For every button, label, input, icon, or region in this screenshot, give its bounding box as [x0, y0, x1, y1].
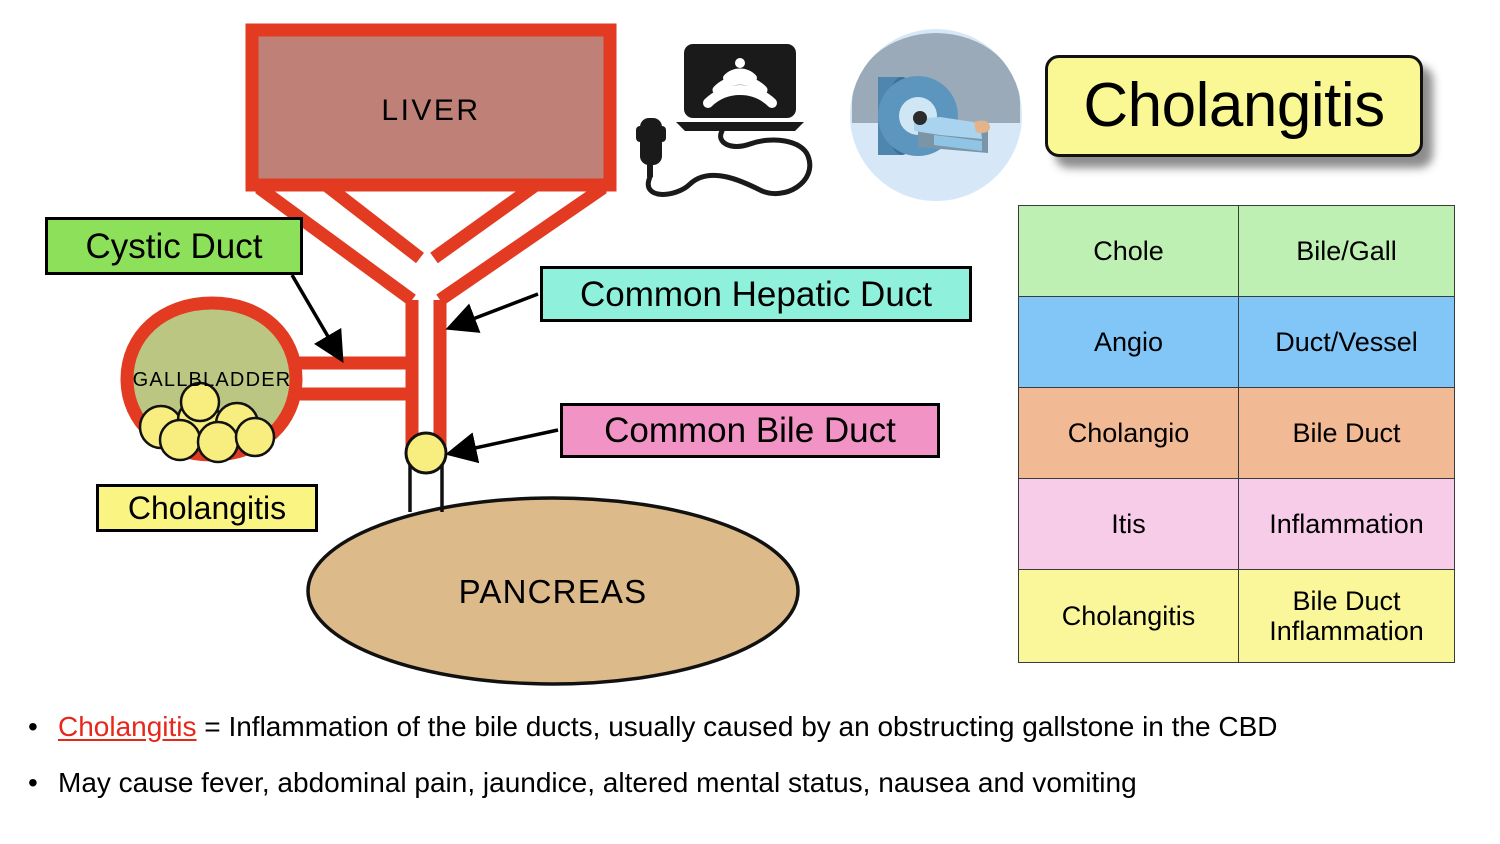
label-cholangitis-callout-text: Cholangitis — [127, 490, 287, 526]
table-cell-term: Cholangio — [1018, 387, 1239, 479]
table-row: Chole Bile/Gall — [1018, 205, 1455, 297]
table-cell-meaning: Inflammation — [1238, 478, 1455, 570]
table-cell-meaning-line2: Inflammation — [1269, 616, 1424, 646]
liver-label: LIVER — [381, 94, 480, 127]
label-common-bile-duct-text: Common Bile Duct — [604, 411, 896, 450]
list-item: • May cause fever, abdominal pain, jaund… — [28, 766, 1478, 800]
table-row: Cholangio Bile Duct — [1018, 387, 1455, 479]
pancreas-label: PANCREAS — [459, 573, 648, 610]
table-cell-term: Cholangitis — [1018, 569, 1239, 663]
mri-scanner-icon — [850, 29, 1022, 201]
table-row: Itis Inflammation — [1018, 478, 1455, 570]
arrow-to-cystic-duct — [290, 274, 344, 364]
table-row: Cholangitis Bile Duct Inflammation — [1018, 569, 1455, 663]
table-cell-meaning: Bile/Gall — [1238, 205, 1455, 297]
bullet-keyword: Cholangitis — [58, 711, 197, 742]
bullet-marker-icon: • — [28, 711, 38, 742]
table-cell-term: Chole — [1018, 205, 1239, 297]
bullet-marker-icon: • — [28, 767, 38, 798]
page-title: Cholangitis — [1045, 55, 1423, 157]
obstructing-gallstone — [404, 431, 448, 475]
page-title-text: Cholangitis — [1083, 71, 1385, 140]
table-cell-meaning: Duct/Vessel — [1238, 296, 1455, 388]
table-cell-meaning: Bile Duct — [1238, 387, 1455, 479]
table-row: Angio Duct/Vessel — [1018, 296, 1455, 388]
ultrasound-machine-icon — [636, 44, 813, 197]
pancreas-organ: PANCREAS — [306, 496, 800, 686]
table-cell-meaning: Bile Duct Inflammation — [1238, 569, 1455, 663]
label-cholangitis-callout: Cholangitis — [96, 484, 318, 532]
bullet-text: May cause fever, abdominal pain, jaundic… — [58, 766, 1137, 800]
bullet-text: Cholangitis = Inflammation of the bile d… — [58, 710, 1277, 744]
biliary-anatomy-diagram: PANCREAS LIVER GALLBLADDER — [120, 23, 800, 686]
list-item: • Cholangitis = Inflammation of the bile… — [28, 710, 1478, 744]
label-cystic-duct: Cystic Duct — [45, 217, 303, 275]
bullet-rest: = Inflammation of the bile ducts, usuall… — [196, 711, 1278, 742]
gallstones-cluster — [138, 381, 276, 464]
table-cell-term: Itis — [1018, 478, 1239, 570]
table-cell-meaning-line1: Bile Duct — [1292, 585, 1401, 616]
bullet-list: • Cholangitis = Inflammation of the bile… — [28, 710, 1478, 822]
arrow-to-common-bile-duct — [445, 428, 559, 464]
label-cystic-duct-text: Cystic Duct — [85, 226, 263, 266]
arrow-to-common-hepatic-duct — [445, 292, 539, 333]
terminology-table: Chole Bile/Gall Angio Duct/Vessel Cholan… — [1018, 205, 1455, 663]
label-common-hepatic-duct-text: Common Hepatic Duct — [579, 274, 933, 314]
label-common-hepatic-duct: Common Hepatic Duct — [540, 266, 972, 322]
bullet-rest: May cause fever, abdominal pain, jaundic… — [58, 767, 1137, 798]
liver-organ: LIVER — [245, 23, 617, 192]
label-common-bile-duct: Common Bile Duct — [560, 403, 940, 458]
gallbladder-organ: GALLBLADDER — [120, 296, 303, 464]
gallbladder-label: GALLBLADDER — [133, 369, 292, 391]
table-cell-term: Angio — [1018, 296, 1239, 388]
